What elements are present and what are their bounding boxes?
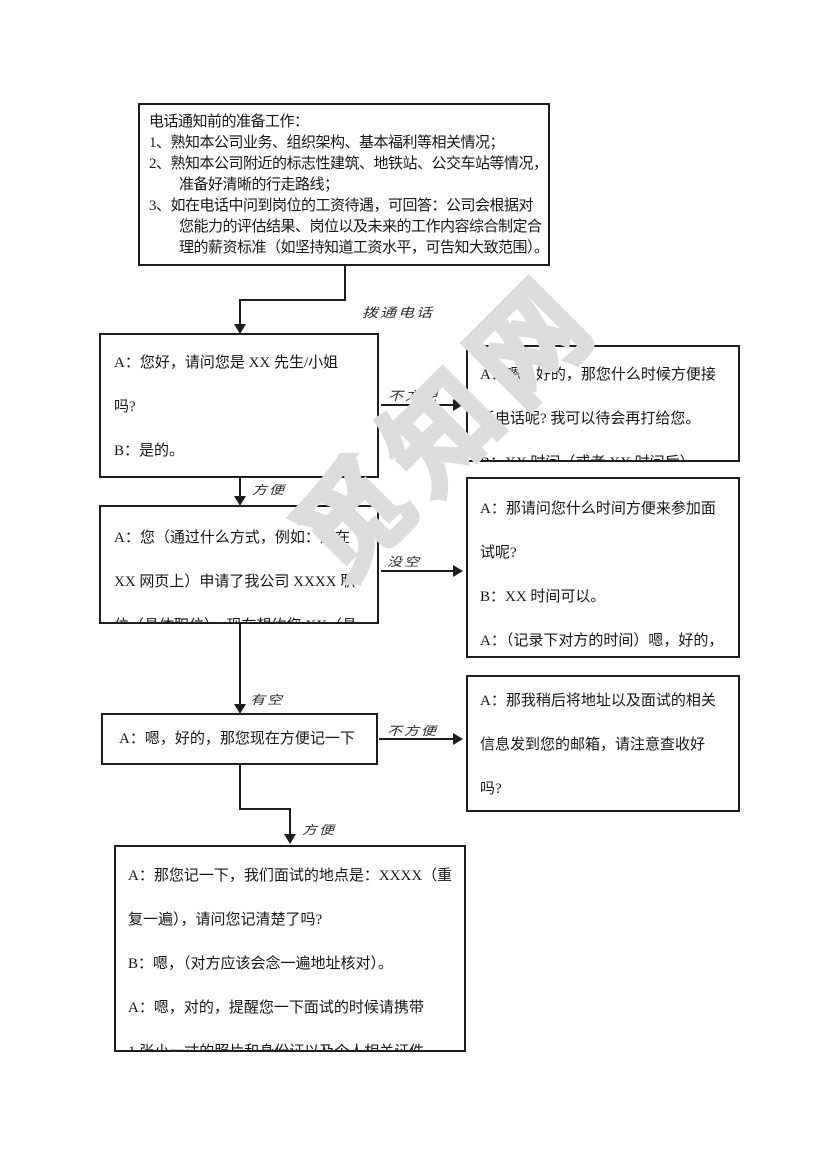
arrowhead-down-icon bbox=[234, 324, 246, 334]
text-line: A：您好，请问您是 XX 先生/小姐 bbox=[114, 355, 339, 371]
connector-line bbox=[239, 299, 346, 301]
intro-box: A：您（通过什么方式，例如：您在 XX 网页上）申请了我公司 XXXX 职 位（… bbox=[99, 505, 379, 624]
arrowhead-down-icon bbox=[234, 704, 246, 714]
text-line: 试呢? bbox=[480, 545, 517, 561]
connector-line bbox=[344, 266, 346, 301]
connector-line bbox=[289, 808, 291, 836]
text-line: 3、如在电话中问到岗位的工资待遇，可回答：公司会根据对 bbox=[149, 198, 534, 214]
text-line: A：（记录下对方的时间）嗯，好的， bbox=[480, 633, 724, 649]
edge-label-dial: 拨通电话 bbox=[362, 306, 435, 321]
text-line: A：那请问您什么时间方便来参加面 bbox=[480, 501, 716, 517]
text-line: XX 网页上）申请了我公司 XXXX 职 bbox=[114, 574, 356, 590]
edge-label-free: 方便 bbox=[252, 484, 287, 497]
text-line: A：那我稍后将地址以及面试的相关 bbox=[480, 693, 716, 709]
connector-line bbox=[239, 299, 241, 326]
text-line: A：那您记一下，我们面试的地点是：XXXX（重 bbox=[128, 868, 453, 884]
arrowhead-down-icon bbox=[234, 496, 246, 506]
text-line: B：XX 时间可以。 bbox=[480, 589, 606, 605]
connector-line bbox=[239, 624, 241, 706]
text-line: 位（具体职位），现在想约您 XX（具 bbox=[114, 604, 377, 622]
watermark-text: 觅知网 bbox=[217, 1125, 587, 1174]
text-line: 1 张小一寸的照片和身份证以及个人相关证件 bbox=[128, 1044, 425, 1052]
text-line: 信息发到您的邮箱，请注意查收好 bbox=[480, 737, 706, 753]
edge-label-free: 方便 bbox=[302, 824, 337, 837]
text-line: A：嗯，好的，那您什么时候方便接 bbox=[480, 367, 716, 383]
text-line: A：嗯，好的，那您现在方便记一下 bbox=[119, 731, 355, 747]
text-line: A：嗯，对的，提醒您一下面试的时候请携带 bbox=[128, 1000, 424, 1016]
connector-line bbox=[239, 765, 241, 810]
edge-label-has-time: 有空 bbox=[250, 694, 285, 707]
arrowhead-down-icon bbox=[284, 834, 296, 844]
confirm-box: A：嗯，好的，那您现在方便记一下 bbox=[101, 713, 378, 765]
edge-label-busy: 不方便 bbox=[387, 725, 439, 738]
text-line: 电话通知前的准备工作： bbox=[149, 114, 309, 130]
connector-line bbox=[381, 570, 455, 572]
text-line: 听电话呢? 我可以待会再打给您。 bbox=[480, 411, 701, 427]
edge-label-no-time: 没空 bbox=[387, 556, 422, 569]
address-box: A：那您记一下，我们面试的地点是：XXXX（重 复一遍），请问您记清楚了吗? B… bbox=[114, 845, 466, 1052]
text-line: 理的薪资标准（如坚持知道工资水平，可告知大致范围）。 bbox=[179, 240, 549, 256]
text-line: 1、熟知本公司业务、组织架构、基本福利等相关情况； bbox=[149, 135, 505, 151]
prep-box: 电话通知前的准备工作： 1、熟知本公司业务、组织架构、基本福利等相关情况； 2、… bbox=[138, 103, 550, 266]
connector-line bbox=[239, 808, 291, 810]
arrowhead-right-icon bbox=[453, 399, 463, 411]
greet-box: A：您好，请问您是 XX 先生/小姐 吗? B：是的。 bbox=[99, 333, 379, 478]
callback-box: A：嗯，好的，那您什么时候方便接 听电话呢? 我可以待会再打给您。 B：XX 时… bbox=[466, 345, 740, 462]
connector-line bbox=[379, 738, 455, 740]
text-line: 准备好清晰的行走路线； bbox=[179, 177, 339, 193]
connector-line bbox=[239, 477, 241, 499]
text-line: 吗? bbox=[114, 399, 136, 415]
text-line: B：是的。 bbox=[114, 443, 185, 459]
text-line: B：嗯，（对方应该会念一遍地址核对）。 bbox=[128, 956, 394, 972]
text-line: 吗? bbox=[480, 781, 502, 797]
schedule-box: A：那请问您什么时间方便来参加面 试呢? B：XX 时间可以。 A：（记录下对方… bbox=[466, 477, 740, 658]
text-line: B：XX 时间（或者 XX 时间后） bbox=[480, 441, 738, 460]
text-line: A：您（通过什么方式，例如：您在 bbox=[114, 530, 350, 546]
arrowhead-right-icon bbox=[453, 565, 463, 577]
text-line: 您能力的评估结果、岗位以及未来的工作内容综合制定合 bbox=[179, 219, 542, 235]
arrowhead-right-icon bbox=[453, 733, 463, 745]
text-line: 2、熟知本公司附近的标志性建筑、地铁站、公交车站等情况， bbox=[149, 156, 548, 172]
connector-line bbox=[381, 404, 455, 406]
text-line: 复一遍），请问您记清楚了吗? bbox=[128, 912, 323, 928]
email-box: A：那我稍后将地址以及面试的相关 信息发到您的邮箱，请注意查收好 吗? bbox=[466, 675, 740, 812]
edge-label-busy: 不方便 bbox=[388, 390, 440, 403]
